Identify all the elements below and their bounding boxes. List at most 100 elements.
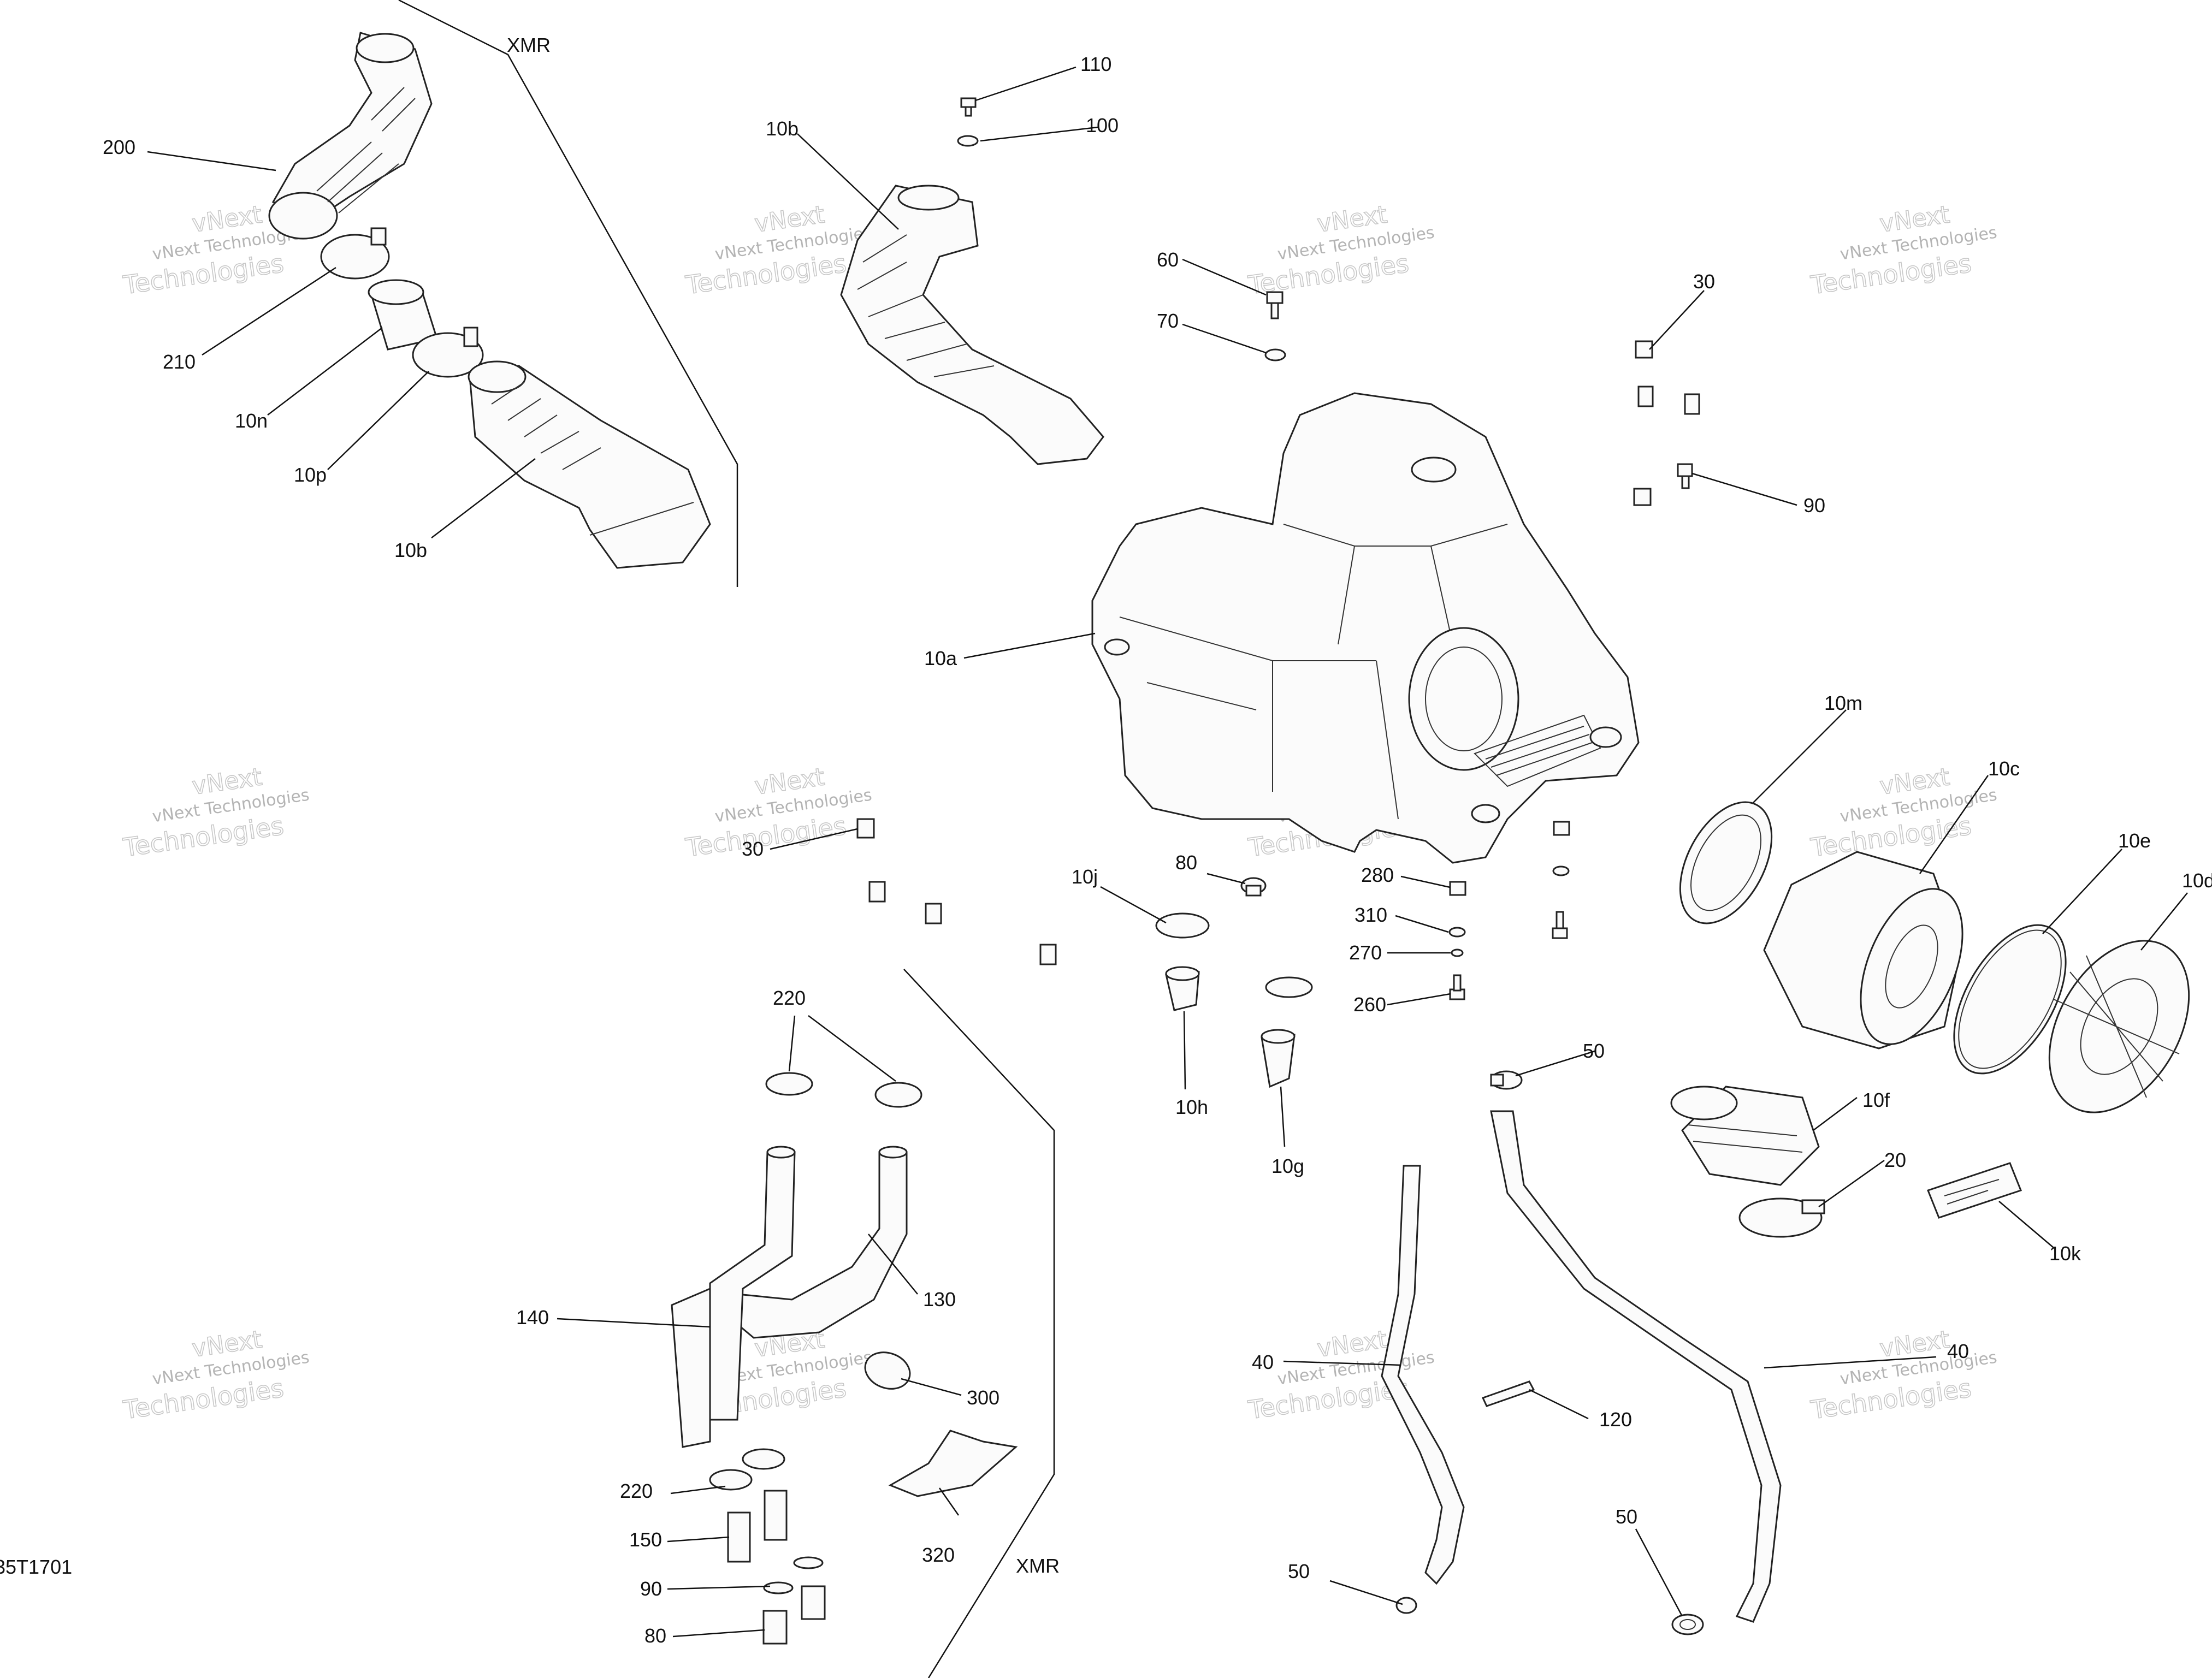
- sleeve-10h: [1165, 966, 1200, 1011]
- callout-label: 30: [1693, 270, 1715, 293]
- callout-label: 10m: [1824, 692, 1862, 714]
- callout-label: 120: [1599, 1408, 1632, 1431]
- callout-labels: 200 210 10n 10p 10b 10b 110 100 60 70 30…: [0, 34, 2212, 1647]
- clips-30-lower: [856, 818, 1057, 965]
- callout-label: 10j: [1072, 865, 1098, 888]
- hose-140: [671, 1146, 796, 1448]
- callout-label: 80: [644, 1624, 666, 1647]
- clips-30-upper: [1633, 340, 1700, 506]
- callout-label: 110: [1080, 53, 1111, 75]
- callout-label: 270: [1349, 941, 1382, 964]
- label-10k: [1927, 1162, 2022, 1219]
- heat-shield-320: [888, 1430, 1018, 1497]
- hose-clamp-210: [320, 227, 390, 280]
- clamp-50-bottom-left: [1395, 1597, 1417, 1614]
- clamp-50-right: [1490, 1070, 1523, 1090]
- washer-270: [1451, 948, 1464, 957]
- boot-10f: [1670, 1086, 1820, 1186]
- clips-90-lower: [763, 1556, 824, 1594]
- callout-label: 10a: [924, 647, 957, 669]
- callout-label: 90: [640, 1578, 662, 1600]
- callout-label: 10b: [394, 539, 427, 561]
- filter-cover-10d: [2048, 940, 2190, 1113]
- screw-110: [960, 97, 977, 117]
- callout-label: 20: [1884, 1149, 1906, 1171]
- callout-label: 280: [1361, 864, 1394, 886]
- bolt-260: [1449, 911, 1568, 1000]
- callout-label: 50: [1583, 1040, 1605, 1062]
- gasket-300: [864, 1351, 911, 1390]
- diagram-code: 35T1701: [0, 1556, 72, 1578]
- leader-lines: [147, 66, 2188, 1638]
- callout-label: 310: [1355, 904, 1387, 926]
- section-label-xmr-top: XMR: [507, 34, 551, 56]
- callout-label: 60: [1157, 248, 1179, 271]
- washer-70: [1264, 348, 1286, 361]
- air-filter-10c: [1763, 851, 1963, 1050]
- callout-label: 10p: [294, 464, 327, 486]
- o-ring-10e: [1953, 924, 2067, 1075]
- callout-label: 10b: [766, 117, 799, 140]
- nut-280: [1449, 821, 1570, 896]
- callout-label: 40: [1947, 1340, 1969, 1362]
- sleeves-150: [727, 1490, 788, 1563]
- callout-label: 320: [922, 1544, 955, 1566]
- intake-duct-10b-left: [468, 360, 711, 569]
- callout-label: 10c: [1988, 757, 2020, 780]
- hose-130: [719, 1146, 908, 1339]
- callout-label: 10n: [235, 410, 268, 432]
- clamps-220-upper: [765, 1072, 922, 1108]
- callout-label: 10d: [2182, 869, 2212, 892]
- clamps-220-lower: [709, 1448, 785, 1491]
- callout-label: 10k: [2049, 1242, 2081, 1265]
- vent-hose-40-left: [1381, 1165, 1465, 1585]
- vent-hose-40-right: [1490, 1110, 1782, 1623]
- filter-gasket-10m: [1679, 801, 1773, 924]
- clamp-20: [1738, 1197, 1825, 1238]
- washer-100: [957, 135, 979, 147]
- bolt-90-upper: [1677, 463, 1693, 489]
- section-label-xmr-bottom: XMR: [1016, 1555, 1060, 1577]
- xmr-divider-bottom: [903, 969, 1055, 1678]
- callout-label: 80: [1175, 851, 1197, 874]
- intake-duct-10b-center: [840, 185, 1104, 465]
- xmr-divider-top: [398, 0, 738, 587]
- airbox-10a: [1091, 392, 1640, 864]
- spring-clip-10j: [1155, 912, 1210, 939]
- callout-label: 200: [103, 136, 135, 158]
- callout-label: 90: [1803, 494, 1825, 517]
- grommets-80-lower: [762, 1585, 826, 1645]
- bolt-60: [1266, 291, 1284, 319]
- callout-label: 50: [1288, 1560, 1310, 1582]
- callout-label: 40: [1252, 1351, 1274, 1373]
- callout-label: 220: [773, 987, 806, 1009]
- callout-label: 300: [967, 1386, 999, 1409]
- clamp-50-bottom-right: [1671, 1614, 1704, 1635]
- callout-label: 10e: [2118, 829, 2151, 852]
- intake-duct-200: [268, 32, 433, 240]
- grommet-80-upper: [1240, 877, 1267, 897]
- sleeve-10g: [1261, 1029, 1296, 1088]
- callout-label: 220: [620, 1480, 653, 1502]
- callout-label: 50: [1616, 1505, 1637, 1528]
- callout-label: 70: [1157, 310, 1179, 332]
- clip-10g-upper: [1265, 976, 1313, 998]
- callout-label: 10f: [1862, 1089, 1890, 1111]
- callout-label: 260: [1353, 993, 1386, 1016]
- callout-label: 210: [163, 351, 196, 373]
- callout-label: 10h: [1175, 1096, 1208, 1118]
- callout-label: 140: [516, 1306, 549, 1329]
- callout-label: 100: [1086, 114, 1119, 137]
- callout-label: 150: [629, 1528, 662, 1551]
- callout-label: 10g: [1271, 1155, 1304, 1177]
